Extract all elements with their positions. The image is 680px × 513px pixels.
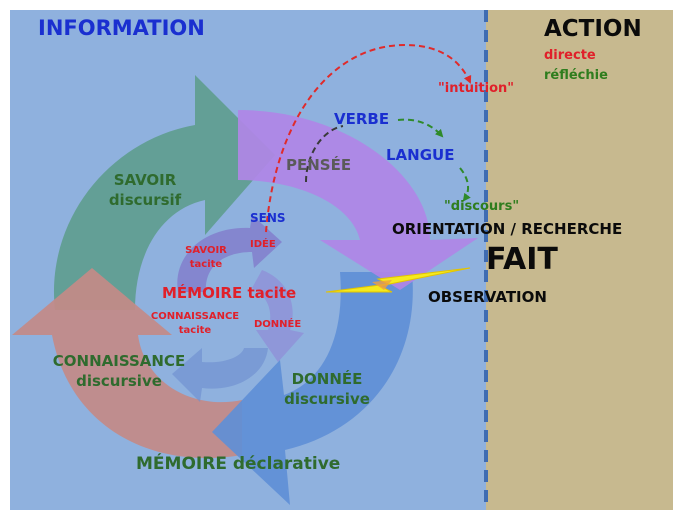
action-mode-reflective: réfléchie: [544, 68, 608, 83]
connaissance-arrow: [12, 268, 242, 459]
sens-label: SENS: [250, 211, 286, 225]
inner-cycle-arrow-bottom: [172, 348, 268, 402]
connaissance-tacite-line2: tacite: [178, 324, 212, 336]
lightning-core: [372, 280, 392, 290]
savoir-label-line1: SAVOIR: [113, 171, 177, 189]
orientation-label: ORIENTATION / RECHERCHE: [392, 220, 623, 238]
information-title: INFORMATION: [38, 16, 205, 40]
connaissance-tacite-line1: CONNAISSANCE: [150, 311, 240, 322]
inner-cycle-arrow-top: [177, 215, 282, 292]
donnee-arrow: [212, 272, 413, 505]
langue-discours-arrow: [459, 167, 471, 202]
donnee-tacite-label: DONNÉE: [254, 319, 302, 330]
pensee-arrow: [238, 110, 478, 290]
connaissance-tacite-label: CONNAISSANCE tacite: [140, 311, 250, 336]
fait-label: FAIT: [486, 242, 558, 277]
verbe-langue-arrow: [397, 118, 444, 138]
discours-label: "discours": [444, 199, 520, 214]
action-title: ACTION: [544, 16, 642, 42]
savoir-arrow: [53, 75, 275, 310]
savoir-tacite-label: SAVOIR tacite: [178, 245, 234, 270]
memoire-declarative-label: MÉMOIRE déclarative: [136, 454, 341, 474]
savoir-label: SAVOIR discursif: [100, 171, 190, 209]
verbe-label: VERBE: [334, 110, 390, 128]
observation-label: OBSERVATION: [428, 288, 547, 306]
savoir-tacite-line1: SAVOIR: [185, 245, 227, 256]
idee-label: IDÉE: [250, 239, 276, 250]
donnee-discursive-label: DONNÉE discursive: [272, 370, 382, 408]
savoir-label-line2: discursif: [108, 190, 182, 209]
langue-label: LANGUE: [386, 146, 455, 164]
action-zone: [486, 10, 673, 510]
memoire-tacite-label: MÉMOIRE tacite: [162, 284, 297, 302]
pensee-label: PENSÉE: [286, 156, 352, 174]
action-mode-direct: directe: [544, 48, 596, 63]
intuition-arrow: [265, 43, 472, 233]
connaissance-label-line2: discursive: [76, 371, 162, 390]
intuition-label: "intuition": [438, 81, 515, 96]
donnee-label-line2: discursive: [284, 389, 370, 408]
donnee-label-line1: DONNÉE: [291, 370, 363, 388]
inner-cycle-arrow-right: [252, 270, 304, 362]
connaissance-label: CONNAISSANCE discursive: [44, 352, 194, 390]
savoir-tacite-line2: tacite: [189, 258, 223, 270]
connaissance-label-line1: CONNAISSANCE: [52, 352, 186, 370]
